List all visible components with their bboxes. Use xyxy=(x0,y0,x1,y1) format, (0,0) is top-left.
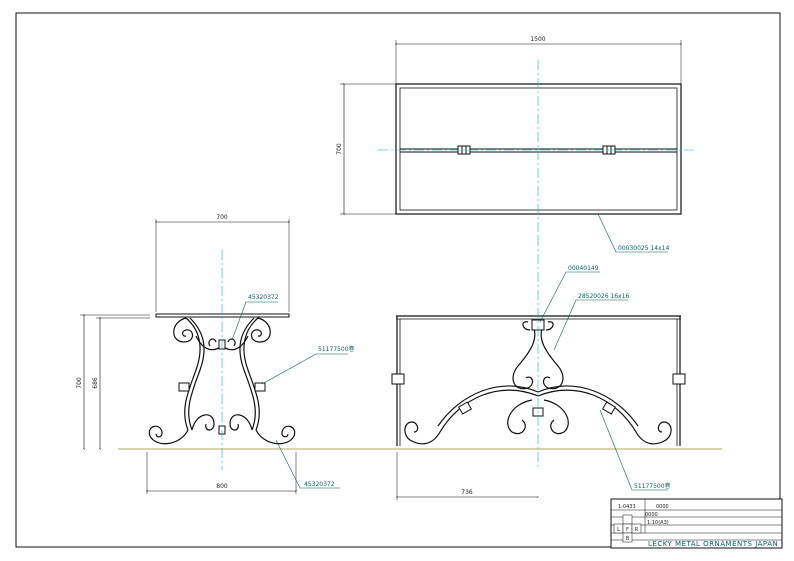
view-letter-b: B xyxy=(626,536,630,542)
leader-side-top-scroll: 45320372 xyxy=(248,294,279,301)
sheet-border xyxy=(15,12,781,548)
side-view-annotations: 700 700 686 800 45320372 51177500巻 45320… xyxy=(76,214,355,494)
dim-side-base-width: 800 xyxy=(216,483,228,490)
leader-side-base-scroll: 45320372 xyxy=(304,481,335,488)
view-letter-l: L xyxy=(617,527,620,533)
leader-side-collar: 51177500巻 xyxy=(318,345,355,353)
dim-side-height-frame: 686 xyxy=(92,377,99,389)
dim-side-height-total: 700 xyxy=(76,377,83,389)
top-view-outer-frame xyxy=(395,83,682,215)
front-view xyxy=(391,315,686,446)
front-view-center-lyre xyxy=(512,323,564,390)
side-view-collar-right xyxy=(254,382,266,392)
dim-front-base-width: 736 xyxy=(461,489,473,496)
front-view-collar-left xyxy=(457,401,473,415)
front-view-collar-right xyxy=(601,401,617,415)
view-symbol: L F R B xyxy=(613,514,642,543)
side-view-top-plate xyxy=(155,313,290,318)
front-view-annotations: 736 00040149 28520026 16x16 51177500巻 xyxy=(397,236,671,500)
view-letter-r: R xyxy=(635,527,639,533)
front-view-post-collar-left xyxy=(391,373,405,385)
title-block-field-b: 0000 xyxy=(645,512,658,518)
title-block-drawing-no: 1-0433 xyxy=(618,504,636,510)
dim-top-depth: 700 xyxy=(336,143,343,155)
title-block-scale: 1:10(A3) xyxy=(647,520,669,526)
title-block: 1-0433 0000 0000 1:10(A3) L F R B LECKY … xyxy=(610,498,783,549)
side-view xyxy=(148,313,296,445)
side-view-collar-left xyxy=(178,382,190,392)
dim-side-width: 700 xyxy=(216,214,228,221)
leader-front-collar: 51177500巻 xyxy=(634,482,671,490)
leader-front-top-scroll: 00040149 xyxy=(568,265,599,272)
side-view-base-scroll-right xyxy=(255,425,296,445)
top-view: 1500 700 00030025 14x14 xyxy=(336,36,697,253)
front-view-post-collar-right xyxy=(672,373,686,385)
title-block-company: LECKY METAL ORNAMENTS JAPAN xyxy=(648,540,778,548)
side-view-base-scroll-left xyxy=(148,425,189,445)
side-view-top-scroll-left xyxy=(173,317,194,343)
dim-top-width: 1500 xyxy=(530,36,545,43)
title-block-field-a: 0000 xyxy=(656,504,669,510)
side-view-top-scroll-right xyxy=(250,317,271,343)
leader-front-frame: 28520026 16x16 xyxy=(578,293,629,300)
view-letter-f: F xyxy=(626,527,629,533)
leader-top-frame: 00030025 14x14 xyxy=(618,245,669,252)
